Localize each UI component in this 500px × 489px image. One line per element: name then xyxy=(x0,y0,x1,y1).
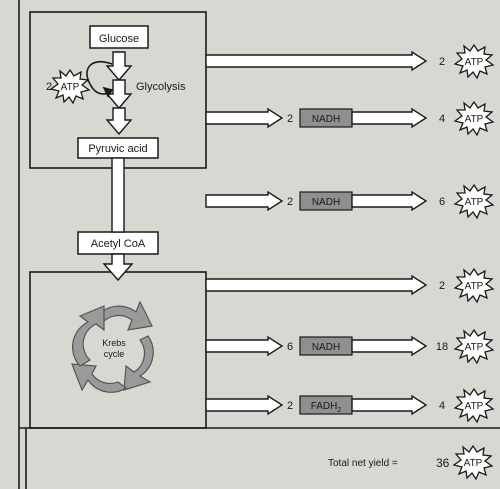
output-arrow xyxy=(205,274,428,296)
carrier-count: 2 xyxy=(287,113,293,125)
acetyl-coa-box: Acetyl CoA xyxy=(77,231,159,255)
krebs-label-line2: cycle xyxy=(104,349,125,359)
atp-label: ATP xyxy=(465,342,484,353)
carrier-box: NADH xyxy=(299,191,353,211)
atp-label: ATP xyxy=(465,57,484,68)
atp-label: ATP xyxy=(465,114,484,125)
carrier-label: NADH xyxy=(312,342,340,353)
atp-input-starburst: ATP xyxy=(50,69,90,104)
output-arrow-out xyxy=(351,190,428,212)
krebs-cycle: Krebs cycle xyxy=(71,300,154,393)
output-row: 2 ATP xyxy=(205,268,494,303)
pyruvic-acid-box: Pyruvic acid xyxy=(77,137,159,159)
glycolysis-label: Glycolysis xyxy=(136,81,186,93)
output-arrow-in xyxy=(205,107,284,129)
atp-count: 2 xyxy=(439,56,445,68)
krebs-label-line1: Krebs xyxy=(102,338,126,348)
svg-text:ATP: ATP xyxy=(61,82,80,93)
carrier-count: 6 xyxy=(287,341,293,353)
atp-count: 2 xyxy=(439,280,445,292)
total-atp-label: ATP xyxy=(464,458,483,469)
output-arrow-out xyxy=(351,335,428,357)
atp-label: ATP xyxy=(465,281,484,292)
carrier-box: NADH xyxy=(299,336,353,356)
output-row: 2 ATP xyxy=(205,44,494,79)
atp-starburst: ATP xyxy=(454,44,494,79)
atp-label: ATP xyxy=(465,197,484,208)
output-row: 6 NADH 18 ATP xyxy=(205,329,494,364)
atp-count: 4 xyxy=(439,400,445,412)
output-row: 2 FADH2 4 ATP xyxy=(205,388,494,423)
svg-text:Acetyl CoA: Acetyl CoA xyxy=(91,238,146,250)
atp-starburst: ATP xyxy=(454,329,494,364)
svg-text:Pyruvic acid: Pyruvic acid xyxy=(88,143,147,155)
atp-starburst: ATP xyxy=(454,268,494,303)
atp-starburst: ATP xyxy=(454,101,494,136)
carrier-count: 2 xyxy=(287,400,293,412)
svg-text:Glucose: Glucose xyxy=(99,33,139,45)
atp-count: 4 xyxy=(439,113,445,125)
output-arrow-in xyxy=(205,335,284,357)
carrier-count: 2 xyxy=(287,196,293,208)
glycolysis-arrows xyxy=(105,51,133,136)
atp-count: 18 xyxy=(436,341,448,353)
total-count: 36 xyxy=(436,456,450,470)
carrier-label: FADH2 xyxy=(311,401,342,414)
carrier-box: FADH2 xyxy=(299,395,353,415)
vertical-flow xyxy=(102,157,134,282)
atp-label: ATP xyxy=(465,401,484,412)
atp-count: 6 xyxy=(439,196,445,208)
output-arrow-in xyxy=(205,190,284,212)
glucose-box: Glucose xyxy=(89,25,149,49)
total-net-yield: Total net yield = 36 ATP xyxy=(328,445,493,480)
atp-input-curve xyxy=(86,60,114,98)
total-label: Total net yield = xyxy=(328,458,398,469)
output-arrow xyxy=(205,50,428,72)
output-row: 2 NADH 6 ATP xyxy=(205,184,494,219)
output-arrow-out xyxy=(351,107,428,129)
carrier-box: NADH xyxy=(299,108,353,128)
total-atp-starburst: ATP xyxy=(453,445,493,480)
output-row: 2 NADH 4 ATP xyxy=(205,101,494,136)
carrier-label: NADH xyxy=(312,114,340,125)
atp-input-count: 2 xyxy=(46,81,52,93)
output-arrow-out xyxy=(351,394,428,416)
atp-starburst: ATP xyxy=(454,184,494,219)
carrier-label: NADH xyxy=(312,197,340,208)
atp-starburst: ATP xyxy=(454,388,494,423)
output-arrow-in xyxy=(205,394,284,416)
